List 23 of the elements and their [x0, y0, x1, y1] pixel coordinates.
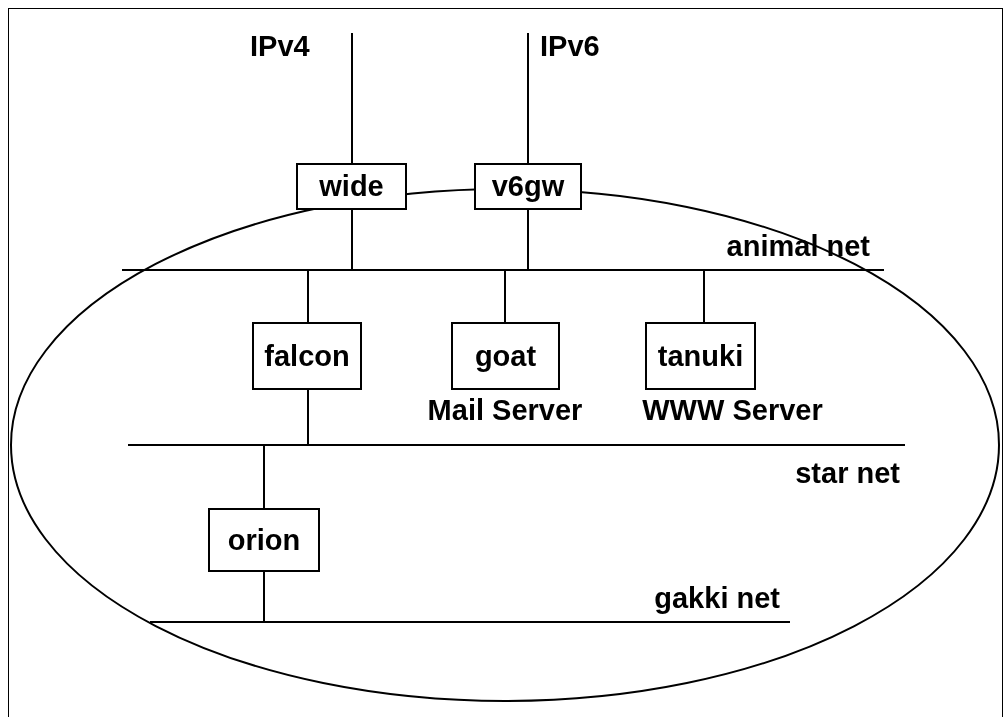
edge-label: IPv6 [540, 30, 600, 63]
connector-line [307, 270, 309, 323]
edge-label: IPv4 [250, 30, 310, 63]
host-role-label: WWW Server [641, 394, 824, 427]
connector-line [527, 209, 529, 270]
network-label: animal net [725, 230, 870, 263]
host-box: wide [296, 163, 407, 210]
connector-line [351, 32, 353, 164]
connector-line [703, 270, 705, 323]
host-box: v6gw [474, 163, 582, 210]
host-box: tanuki [645, 322, 756, 390]
host-box: goat [451, 322, 560, 390]
connector-line [351, 209, 353, 270]
network-label: gakki net [653, 582, 780, 615]
connector-line [263, 571, 265, 622]
connector-line [527, 32, 529, 164]
host-role-label: Mail Server [426, 394, 584, 427]
network-label: star net [794, 457, 900, 490]
connector-line [263, 445, 265, 509]
host-box: orion [208, 508, 320, 572]
connector-line [504, 270, 506, 323]
connector-line [307, 389, 309, 445]
host-box: falcon [252, 322, 362, 390]
